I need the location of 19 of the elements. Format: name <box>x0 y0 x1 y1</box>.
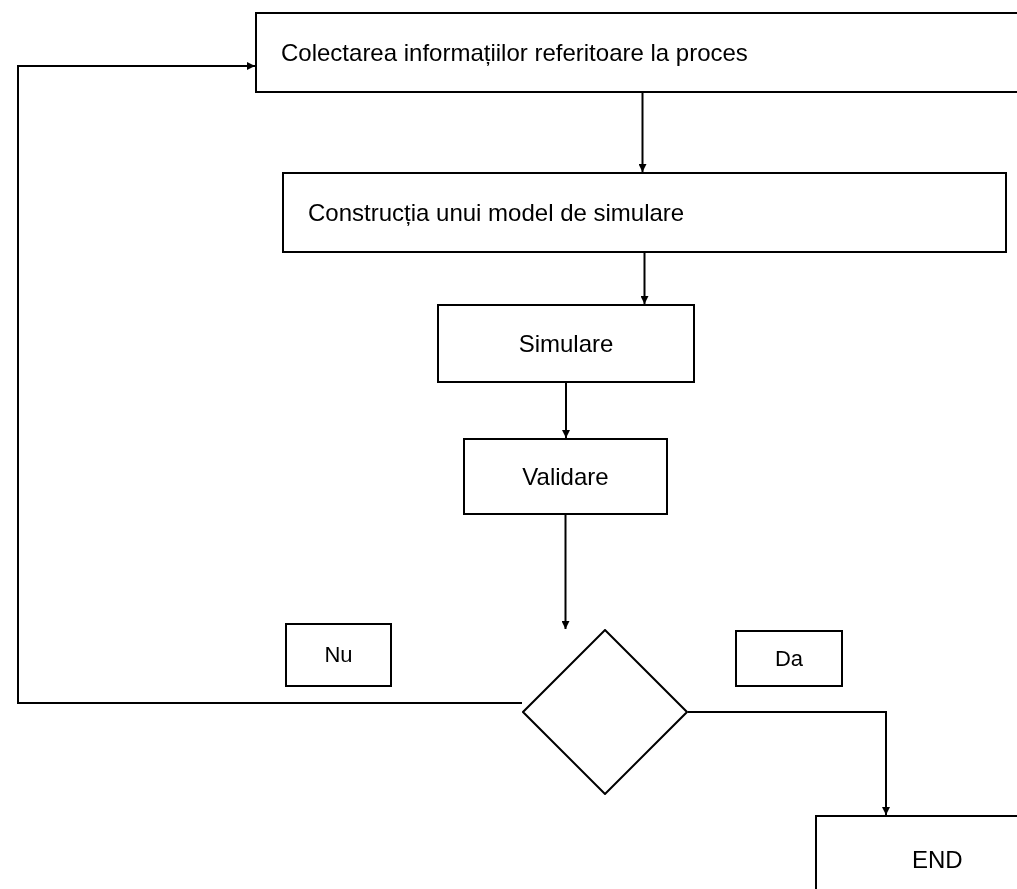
arrow <box>640 252 649 305</box>
box-text: Construcția unui model de simulare <box>308 198 685 227</box>
process-box <box>463 438 668 515</box>
arrow <box>687 711 890 816</box>
process-box <box>282 172 1007 253</box>
edge-label: Da <box>735 630 843 687</box>
arrow <box>561 514 570 630</box>
process-box <box>437 304 695 383</box>
process-box <box>255 12 1017 93</box>
decision-diamond <box>522 629 688 795</box>
box-text: Colectarea informațiilor referitoare la proces <box>281 38 748 67</box>
edge-label: Nu <box>285 623 392 687</box>
arrow <box>562 382 570 439</box>
arrow <box>638 92 647 173</box>
box-text: END <box>912 846 963 874</box>
end-box <box>815 815 1017 889</box>
box-text: Validare <box>522 462 609 491</box>
arrow <box>17 62 523 704</box>
box-text: Simulare <box>518 329 614 358</box>
